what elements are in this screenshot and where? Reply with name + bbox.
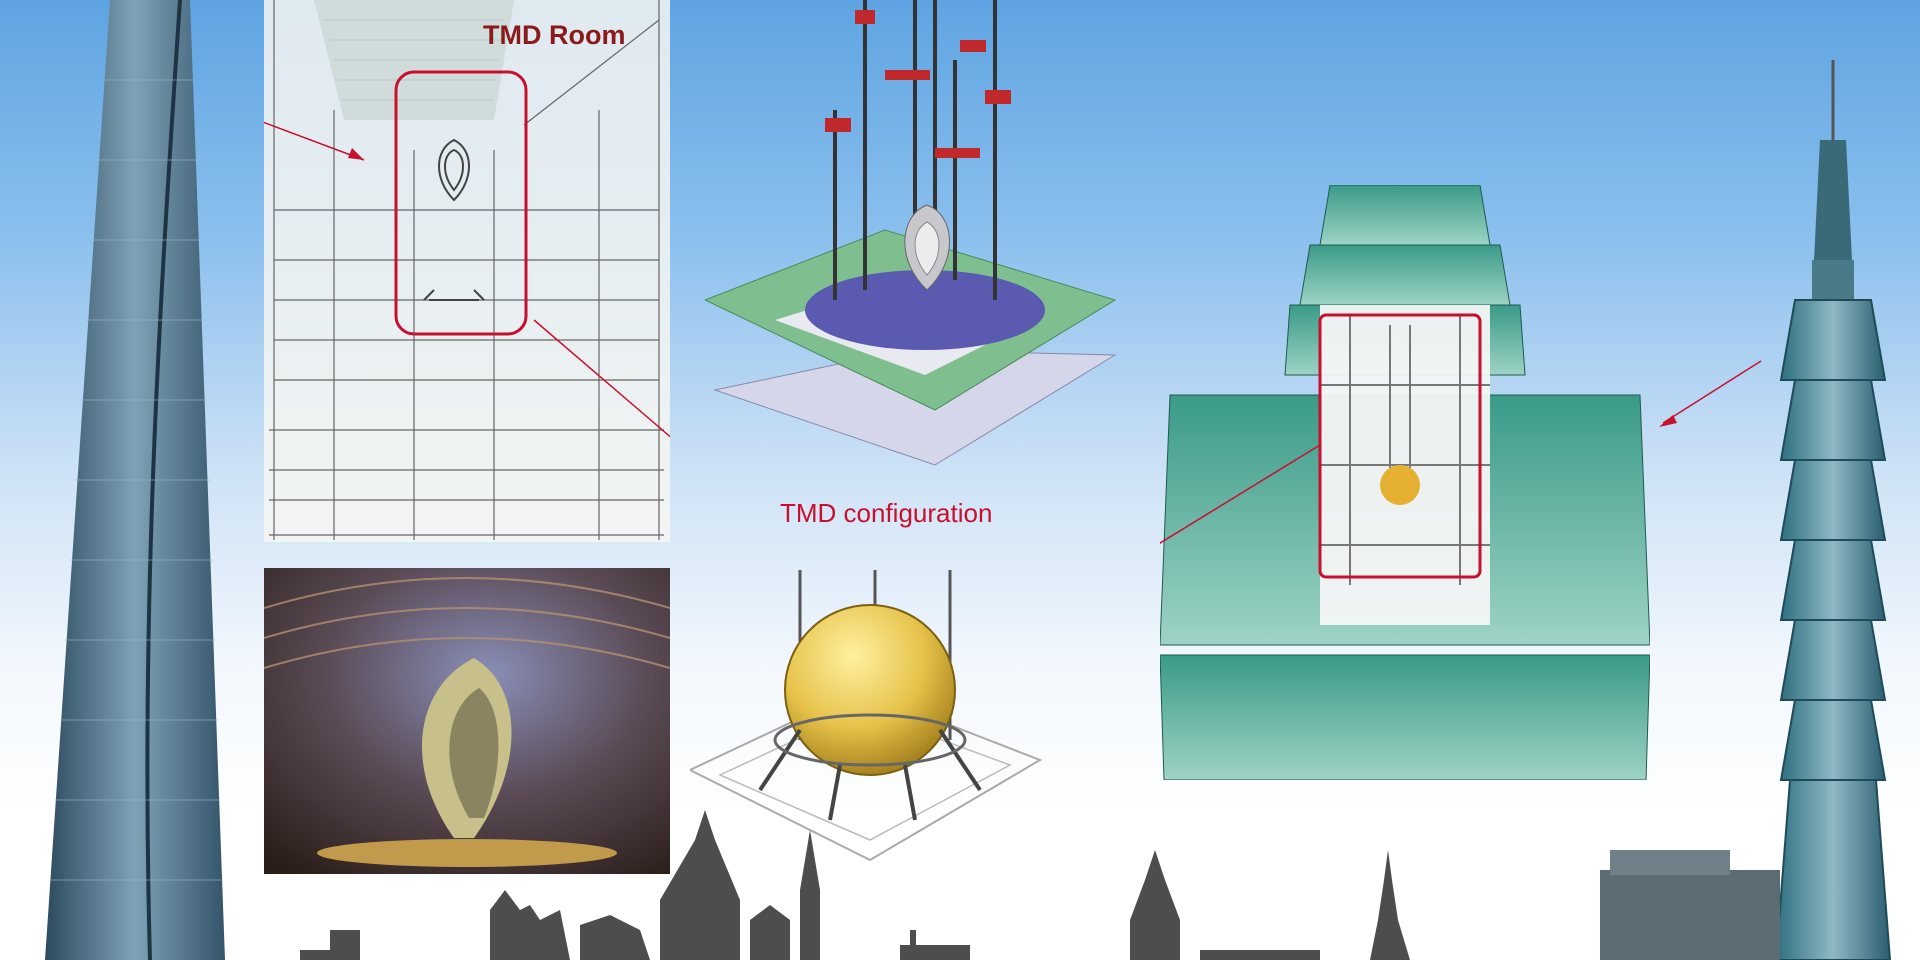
tmd-sculpture-photo xyxy=(264,568,670,874)
tmd-room-label: TMD Room xyxy=(483,20,626,50)
tmd-room-section-drawing xyxy=(264,0,670,542)
pointer-arrow xyxy=(1659,360,1762,427)
shanghai-tower-illustration xyxy=(45,0,225,960)
tmd-3d-configuration-render xyxy=(705,0,1117,466)
taipei-101-illustration xyxy=(1600,60,1892,960)
taipei-101-cutaway xyxy=(1160,185,1650,780)
tmd-configuration-label: TMD configuration xyxy=(780,498,993,528)
city-skyline-silhouette xyxy=(300,810,1410,960)
